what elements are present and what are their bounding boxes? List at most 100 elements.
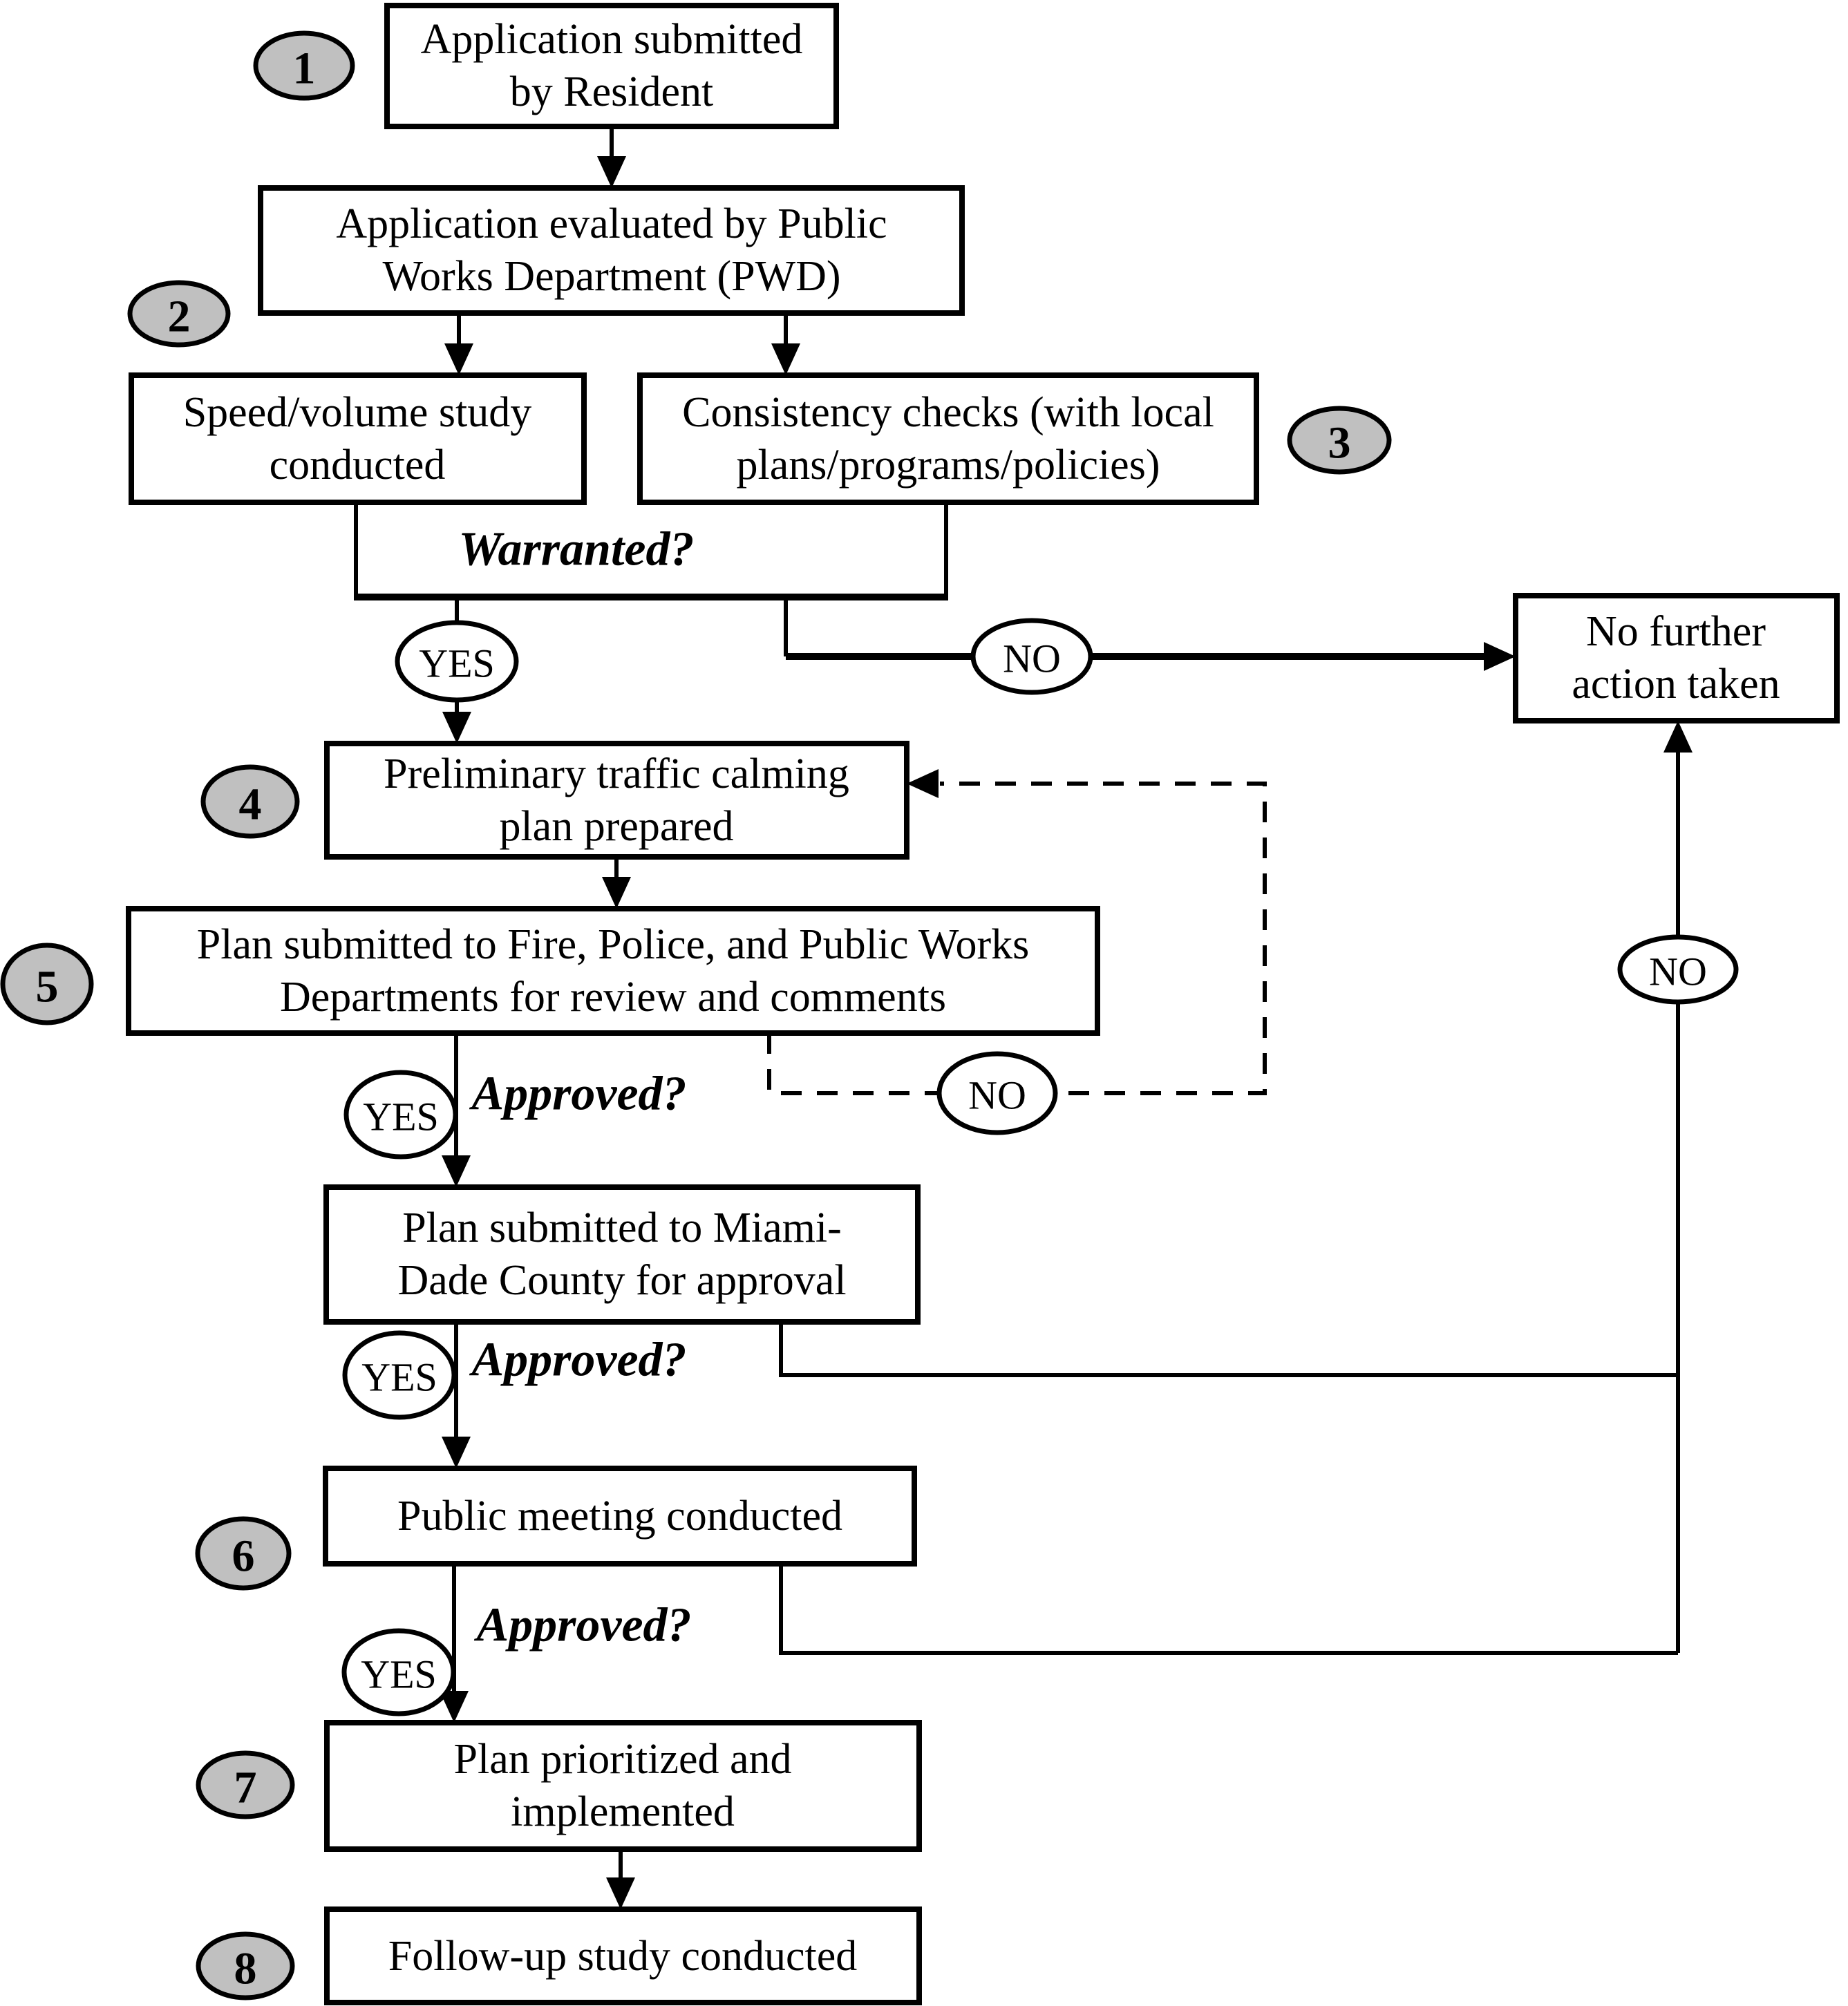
step-circle-icon — [196, 1750, 295, 1819]
node-speed-volume-study: Speed/volume study conducted — [129, 372, 587, 505]
node-follow-up-study: Follow-up study conducted — [324, 1906, 922, 2005]
application-submitted-box — [384, 3, 839, 129]
warranted-no-oval: NO — [970, 618, 1093, 695]
plan-prioritized-label-line1: Plan prioritized and — [454, 1736, 792, 1783]
application-evaluated-box — [258, 185, 965, 316]
application-submitted-label-line2: by Resident — [510, 68, 713, 115]
preliminary-plan-box — [324, 741, 909, 860]
approved-county-question-label: Approved? — [469, 1334, 686, 1387]
arrowhead-down-icon — [597, 156, 626, 188]
step-badge-2-label: 2 — [168, 292, 191, 342]
public-meeting-box — [323, 1466, 917, 1567]
arrowhead-down-icon — [444, 343, 473, 375]
arrowhead-down-icon — [440, 1691, 469, 1723]
yes-oval-shape — [343, 1070, 458, 1160]
warranted-yes-oval: YES — [395, 620, 519, 703]
follow-up-study-box — [324, 1906, 922, 2005]
connector-review-no-loop — [767, 782, 1267, 1095]
step-circle-icon — [195, 1516, 292, 1591]
meeting-yes-oval: YES — [341, 1628, 456, 1716]
step-badge-3: 3 — [1287, 406, 1392, 475]
review-yes-label: YES — [363, 1095, 439, 1139]
no-oval-shape — [936, 1051, 1058, 1135]
step-circle-icon — [196, 1931, 295, 2000]
consistency-checks-box — [637, 372, 1259, 505]
decision-labels: Warranted? Approved? Approved? Approved? — [459, 523, 695, 1652]
step-badge-7: 7 — [196, 1750, 295, 1819]
connectors — [354, 126, 1693, 1909]
step-badge-5: 5 — [0, 943, 94, 1025]
plan-county-approval-box — [323, 1184, 921, 1325]
step-badge-4: 4 — [200, 764, 300, 839]
arrowhead-down-icon — [442, 1155, 471, 1187]
application-evaluated-label-line2: Works Department (PWD) — [382, 253, 840, 300]
consistency-checks-label-line1: Consistency checks (with local — [682, 389, 1214, 436]
arrowhead-right-icon — [1484, 642, 1516, 671]
review-no-oval: NO — [936, 1051, 1058, 1135]
step-badge-2: 2 — [127, 280, 231, 348]
county-yes-label: YES — [361, 1355, 437, 1400]
step-badge-6: 6 — [195, 1516, 292, 1591]
connector-county-no-line — [779, 1322, 1678, 1377]
warranted-yes-label: YES — [419, 641, 495, 686]
approved-meeting-question-label: Approved? — [473, 1599, 691, 1652]
step-badge-7-label: 7 — [234, 1763, 257, 1813]
county-yes-oval: YES — [342, 1330, 457, 1420]
node-public-meeting: Public meeting conducted — [323, 1466, 917, 1567]
node-preliminary-plan: Preliminary traffic calming plan prepare… — [324, 741, 909, 860]
arrowhead-down-icon — [606, 1877, 635, 1909]
preliminary-plan-label-line2: plan prepared — [499, 803, 733, 850]
rejected-no-label: NO — [1649, 949, 1707, 994]
speed-volume-study-label-line2: conducted — [270, 442, 446, 489]
step-badge-5-label: 5 — [36, 962, 59, 1012]
yes-oval-shape — [341, 1628, 456, 1716]
step-badge-3-label: 3 — [1328, 418, 1351, 469]
public-meeting-label: Public meeting conducted — [397, 1493, 842, 1540]
step-badge-4-label: 4 — [239, 779, 262, 830]
consistency-checks-label-line2: plans/programs/policies) — [737, 442, 1160, 489]
follow-up-study-label: Follow-up study conducted — [388, 1933, 858, 1980]
preliminary-plan-label-line1: Preliminary traffic calming — [384, 750, 849, 797]
plan-county-approval-label-line1: Plan submitted to Miami- — [402, 1204, 841, 1251]
application-submitted-label-line1: Application submitted — [421, 16, 803, 63]
node-no-further-action: No further action taken — [1513, 593, 1840, 723]
step-circle-icon — [200, 764, 300, 839]
warranted-no-label: NO — [1003, 636, 1061, 681]
application-evaluated-label-line1: Application evaluated by Public — [336, 200, 887, 247]
meeting-yes-label: YES — [361, 1652, 437, 1697]
arrowhead-down-icon — [771, 343, 800, 375]
plan-prioritized-label-line2: implemented — [511, 1788, 735, 1835]
node-plan-review-departments: Plan submitted to Fire, Police, and Publ… — [126, 906, 1100, 1036]
plan-county-approval-label-line2: Dade County for approval — [397, 1257, 846, 1304]
step-badge-1-label: 1 — [293, 44, 316, 94]
no-oval-shape — [1617, 934, 1739, 1005]
connector-meeting-no-line — [779, 1564, 1678, 1655]
no-oval-shape — [970, 618, 1093, 695]
approved-review-question-label: Approved? — [469, 1068, 686, 1121]
branch-ovals: YES NO YES NO YES YES NO — [341, 618, 1739, 1716]
node-consistency-checks: Consistency checks (with local plans/pro… — [637, 372, 1259, 505]
step-circle-icon — [1287, 406, 1392, 475]
node-application-evaluated: Application evaluated by Public Works De… — [258, 185, 965, 316]
step-badges: 1 2 3 4 5 6 7 8 — [0, 30, 1392, 2000]
arrowhead-down-icon — [442, 1437, 471, 1468]
step-badge-8: 8 — [196, 1931, 295, 2000]
rejected-no-oval: NO — [1617, 934, 1739, 1005]
node-application-submitted: Application submitted by Resident — [384, 3, 839, 129]
step-circle-icon — [127, 280, 231, 348]
speed-volume-study-box — [129, 372, 587, 505]
arrowhead-down-icon — [602, 877, 631, 909]
plan-review-departments-label-line2: Departments for review and comments — [280, 974, 946, 1021]
review-yes-oval: YES — [343, 1070, 458, 1160]
step-circle-icon — [253, 30, 355, 101]
plan-prioritized-box — [324, 1720, 922, 1852]
arrowhead-down-icon — [442, 712, 471, 744]
step-circle-icon — [0, 943, 94, 1025]
plan-review-departments-box — [126, 906, 1100, 1036]
warranted-question-label: Warranted? — [459, 523, 695, 576]
no-further-action-box — [1513, 593, 1840, 723]
review-no-label: NO — [968, 1073, 1026, 1118]
node-plan-county-approval: Plan submitted to Miami- Dade County for… — [323, 1184, 921, 1325]
